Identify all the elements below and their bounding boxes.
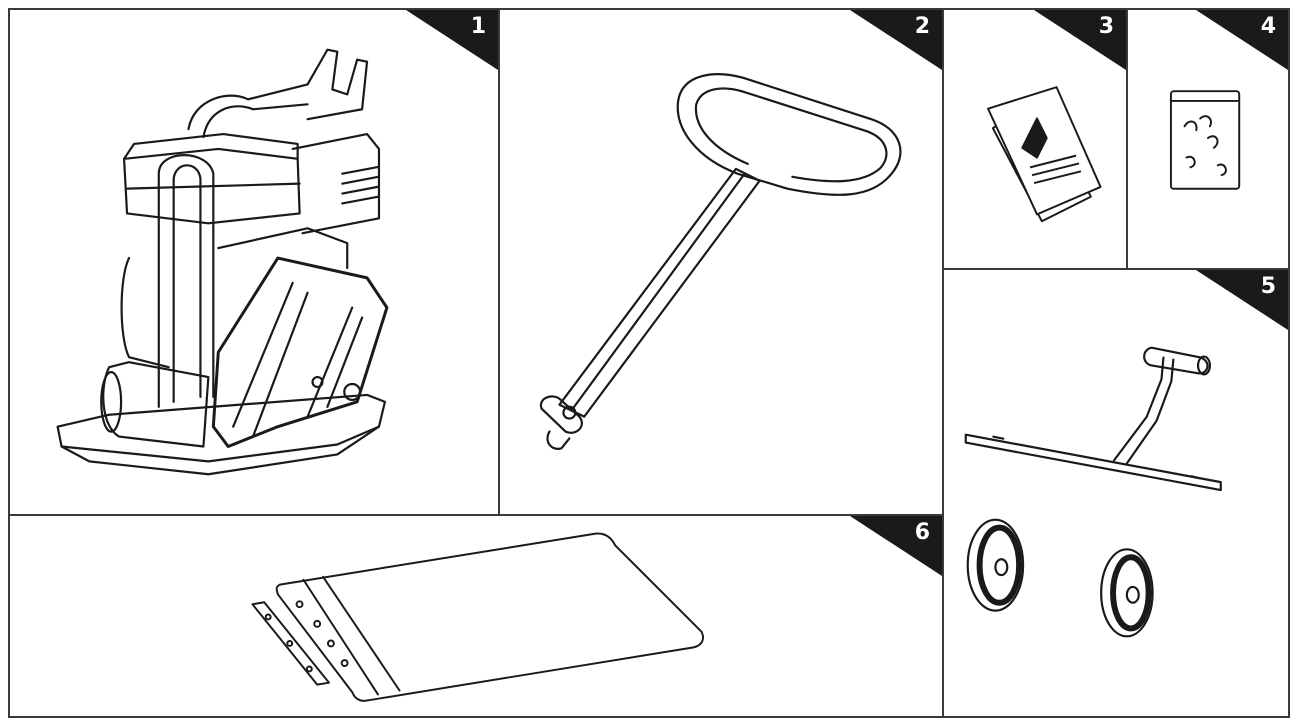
panel-2: 2 bbox=[498, 8, 944, 516]
rubber-pad-illustration bbox=[251, 532, 704, 702]
panel-6: 6 bbox=[8, 514, 944, 718]
panel-2-number: 2 bbox=[914, 14, 930, 39]
panel-5-number: 5 bbox=[1260, 274, 1276, 299]
panel-1-badge bbox=[406, 10, 498, 70]
plate-compactor-illustration bbox=[56, 48, 389, 476]
panel-2-badge bbox=[850, 10, 942, 70]
panel-4-number: 4 bbox=[1260, 14, 1276, 39]
manual-illustration bbox=[987, 86, 1102, 223]
panel-4: 4 bbox=[1126, 8, 1290, 270]
panel-1: 1 bbox=[8, 8, 500, 516]
handle-illustration bbox=[539, 73, 902, 450]
panel-3-number: 3 bbox=[1098, 14, 1114, 39]
hardware-bag-illustration bbox=[1169, 90, 1241, 190]
panel-1-number: 1 bbox=[470, 14, 486, 39]
wheel-kit-illustration bbox=[964, 346, 1222, 638]
panel-3: 3 bbox=[942, 8, 1128, 270]
panel-6-number: 6 bbox=[914, 520, 930, 545]
panel-5: 5 bbox=[942, 268, 1290, 718]
panel-5-badge bbox=[1196, 270, 1288, 330]
panel-3-badge bbox=[1034, 10, 1126, 70]
panel-6-badge bbox=[850, 516, 942, 576]
panel-4-badge bbox=[1196, 10, 1288, 70]
